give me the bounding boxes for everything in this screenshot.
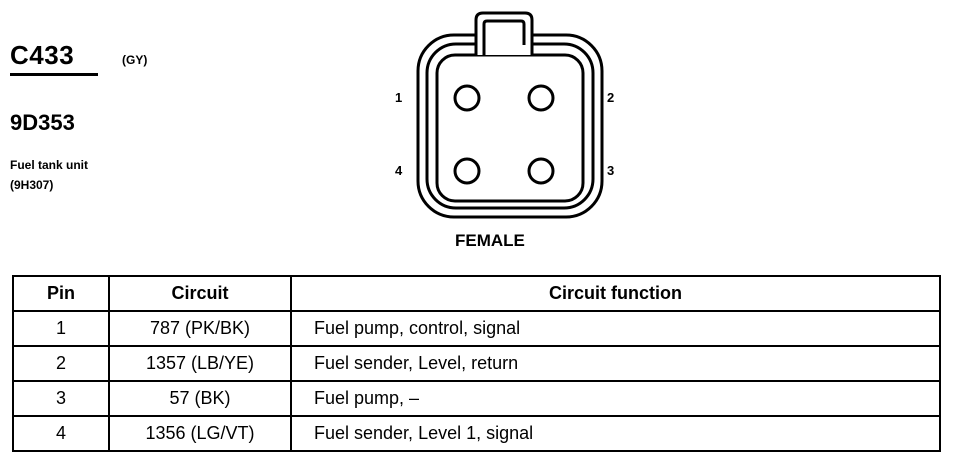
cell-circuit: 1356 (LG/VT) — [108, 415, 292, 452]
pinout-table: Pin Circuit Circuit function 1 787 (PK/B… — [12, 275, 941, 452]
pin-cavity-1 — [453, 84, 481, 112]
component-reference: (9H307) — [10, 178, 54, 192]
table-row: 3 57 (BK) Fuel pump, – — [12, 380, 941, 417]
table-header-row: Pin Circuit Circuit function — [12, 275, 941, 312]
connector-color-code: (GY) — [122, 53, 148, 67]
pin-cavity-4 — [453, 157, 481, 185]
cell-circuit: 787 (PK/BK) — [108, 310, 292, 347]
header-pin: Pin — [12, 275, 110, 312]
cell-pin: 1 — [12, 310, 110, 347]
header-circuit-function: Circuit function — [290, 275, 941, 312]
connector-gender-label: FEMALE — [455, 231, 525, 250]
cell-pin: 2 — [12, 345, 110, 382]
pin-label-3: 3 — [607, 163, 615, 178]
table-row: 2 1357 (LB/YE) Fuel sender, Level, retur… — [12, 345, 941, 382]
cell-circuit-function: Fuel sender, Level, return — [290, 345, 941, 382]
cell-pin: 3 — [12, 380, 110, 417]
pin-label-1: 1 — [395, 90, 403, 105]
cell-circuit-function: Fuel pump, – — [290, 380, 941, 417]
cell-circuit-function: Fuel pump, control, signal — [290, 310, 941, 347]
component-description: Fuel tank unit — [10, 158, 88, 172]
pin-label-4: 4 — [395, 163, 403, 178]
pin-cavity-3 — [527, 157, 555, 185]
cell-circuit: 57 (BK) — [108, 380, 292, 417]
table-row: 1 787 (PK/BK) Fuel pump, control, signal — [12, 310, 941, 347]
part-number: 9D353 — [10, 110, 75, 135]
connector-id: C433 — [10, 40, 75, 70]
cell-pin: 4 — [12, 415, 110, 452]
pin-cavity-2 — [527, 84, 555, 112]
table-row: 4 1356 (LG/VT) Fuel sender, Level 1, sig… — [12, 415, 941, 452]
pin-label-2: 2 — [607, 90, 615, 105]
cell-circuit: 1357 (LB/YE) — [108, 345, 292, 382]
cell-circuit-function: Fuel sender, Level 1, signal — [290, 415, 941, 452]
locking-tab-inner — [482, 19, 526, 55]
connector-id-underline — [10, 73, 98, 76]
locking-tab — [474, 11, 534, 55]
connector-face-diagram — [416, 11, 604, 219]
header-circuit: Circuit — [108, 275, 292, 312]
